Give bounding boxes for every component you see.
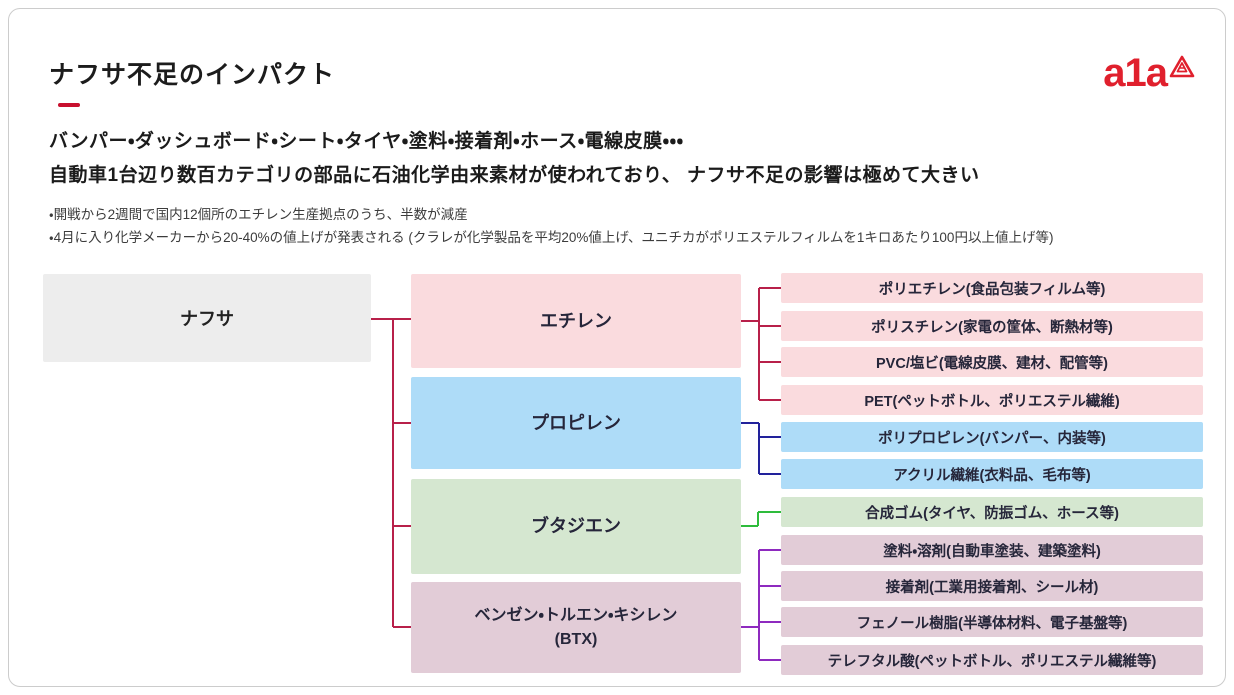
product-label: テレフタル酸(ペットボトル、ポリエステル繊維等) [827, 653, 1157, 670]
title-underline [58, 103, 80, 107]
note-line-1: ・開戦から2週間で国内12個所のエチレン生産拠点のうち、半数が減産 [49, 207, 468, 222]
diagram-canvas: ナフサ エチレン プロピレン ブタジエン ベンゼン・トルエン・キシレン (BTX… [9, 9, 1225, 686]
product-box: PET(ペットボトル、ポリエステル繊維) [781, 385, 1203, 415]
product-label: 合成ゴム(タイヤ、防振ゴム、ホース等) [865, 505, 1119, 522]
product-label: PVC/塩ビ(電線皮膜、建材、配管等) [876, 355, 1108, 372]
product-box: ポリプロピレン(バンパー、内装等) [781, 422, 1203, 452]
triangle-a-icon [1169, 54, 1195, 85]
intermediate-label-line2: (BTX) [554, 630, 598, 648]
product-box: ポリスチレン(家電の筐体、断熱材等) [781, 311, 1203, 341]
product-box: PVC/塩ビ(電線皮膜、建材、配管等) [781, 347, 1203, 377]
product-label: 塗料・溶剤(自動車塗装、建築塗料) [883, 543, 1101, 560]
butadiene-connector [741, 511, 781, 527]
notes: ・開戦から2週間で国内12個所のエチレン生産拠点のうち、半数が減産 ・4月に入り… [49, 203, 1053, 249]
intermediate-box-ethylene: エチレン [411, 274, 741, 368]
intermediate-label: プロピレン [531, 412, 621, 433]
product-box: 合成ゴム(タイヤ、防振ゴム、ホース等) [781, 497, 1203, 527]
lead-text: バンパー・ダッシュボード・シート・タイヤ・塗料・接着剤・ホース・電線皮膜・・・ … [49, 125, 980, 193]
intermediate-box-btx: ベンゼン・トルエン・キシレン (BTX) [411, 582, 741, 673]
product-label: ポリスチレン(家電の筐体、断熱材等) [871, 319, 1113, 336]
ethylene-connector [741, 287, 781, 401]
slide-card: ナフサ不足のインパクト a1a バンパー・ダッシュボード・シート・タイヤ・塗料・… [8, 8, 1226, 687]
product-box: 塗料・溶剤(自動車塗装、建築塗料) [781, 535, 1203, 565]
note-line-2: ・4月に入り化学メーカーから20-40%の値上げが発表される (クラレが化学製品… [49, 230, 1054, 245]
page-title: ナフサ不足のインパクト [49, 61, 336, 89]
lead-line-1: バンパー・ダッシュボード・シート・タイヤ・塗料・接着剤・ホース・電線皮膜・・・ [49, 131, 684, 152]
trunk-connector [371, 318, 411, 628]
product-label: ポリプロピレン(バンパー、内装等) [878, 430, 1106, 447]
product-box: テレフタル酸(ペットボトル、ポリエステル繊維等) [781, 645, 1203, 675]
brand-logo: a1a [1103, 53, 1195, 93]
product-label: PET(ペットボトル、ポリエステル繊維) [864, 393, 1120, 410]
product-box: アクリル繊維(衣料品、毛布等) [781, 459, 1203, 489]
brand-logo-text: a1a [1103, 51, 1168, 95]
intermediate-label: ベンゼン・トルエン・キシレン [474, 607, 678, 625]
product-box: フェノール樹脂(半導体材料、電子基盤等) [781, 607, 1203, 637]
product-box: ポリエチレン(食品包装フィルム等) [781, 273, 1203, 303]
diagram-root-naphtha: ナフサ [43, 274, 371, 362]
product-label: フェノール樹脂(半導体材料、電子基盤等) [856, 615, 1128, 632]
intermediate-label: ブタジエン [531, 516, 621, 537]
product-label: アクリル繊維(衣料品、毛布等) [893, 467, 1091, 484]
product-label: 接着剤(工業用接着剤、シール材) [885, 579, 1099, 596]
intermediate-box-butadiene: ブタジエン [411, 479, 741, 574]
root-label: ナフサ [180, 309, 234, 329]
intermediate-box-propylene: プロピレン [411, 377, 741, 469]
product-label: ポリエチレン(食品包装フィルム等) [878, 281, 1106, 298]
intermediate-label: エチレン [540, 310, 612, 331]
lead-line-2: 自動車1台辺り数百カテゴリの部品に石油化学由来素材が使われており、 ナフサ不足の… [49, 165, 980, 186]
connector-lines [371, 287, 781, 661]
product-box: 接着剤(工業用接着剤、シール材) [781, 571, 1203, 601]
btx-connector [741, 549, 781, 661]
propylene-connector [741, 422, 781, 475]
